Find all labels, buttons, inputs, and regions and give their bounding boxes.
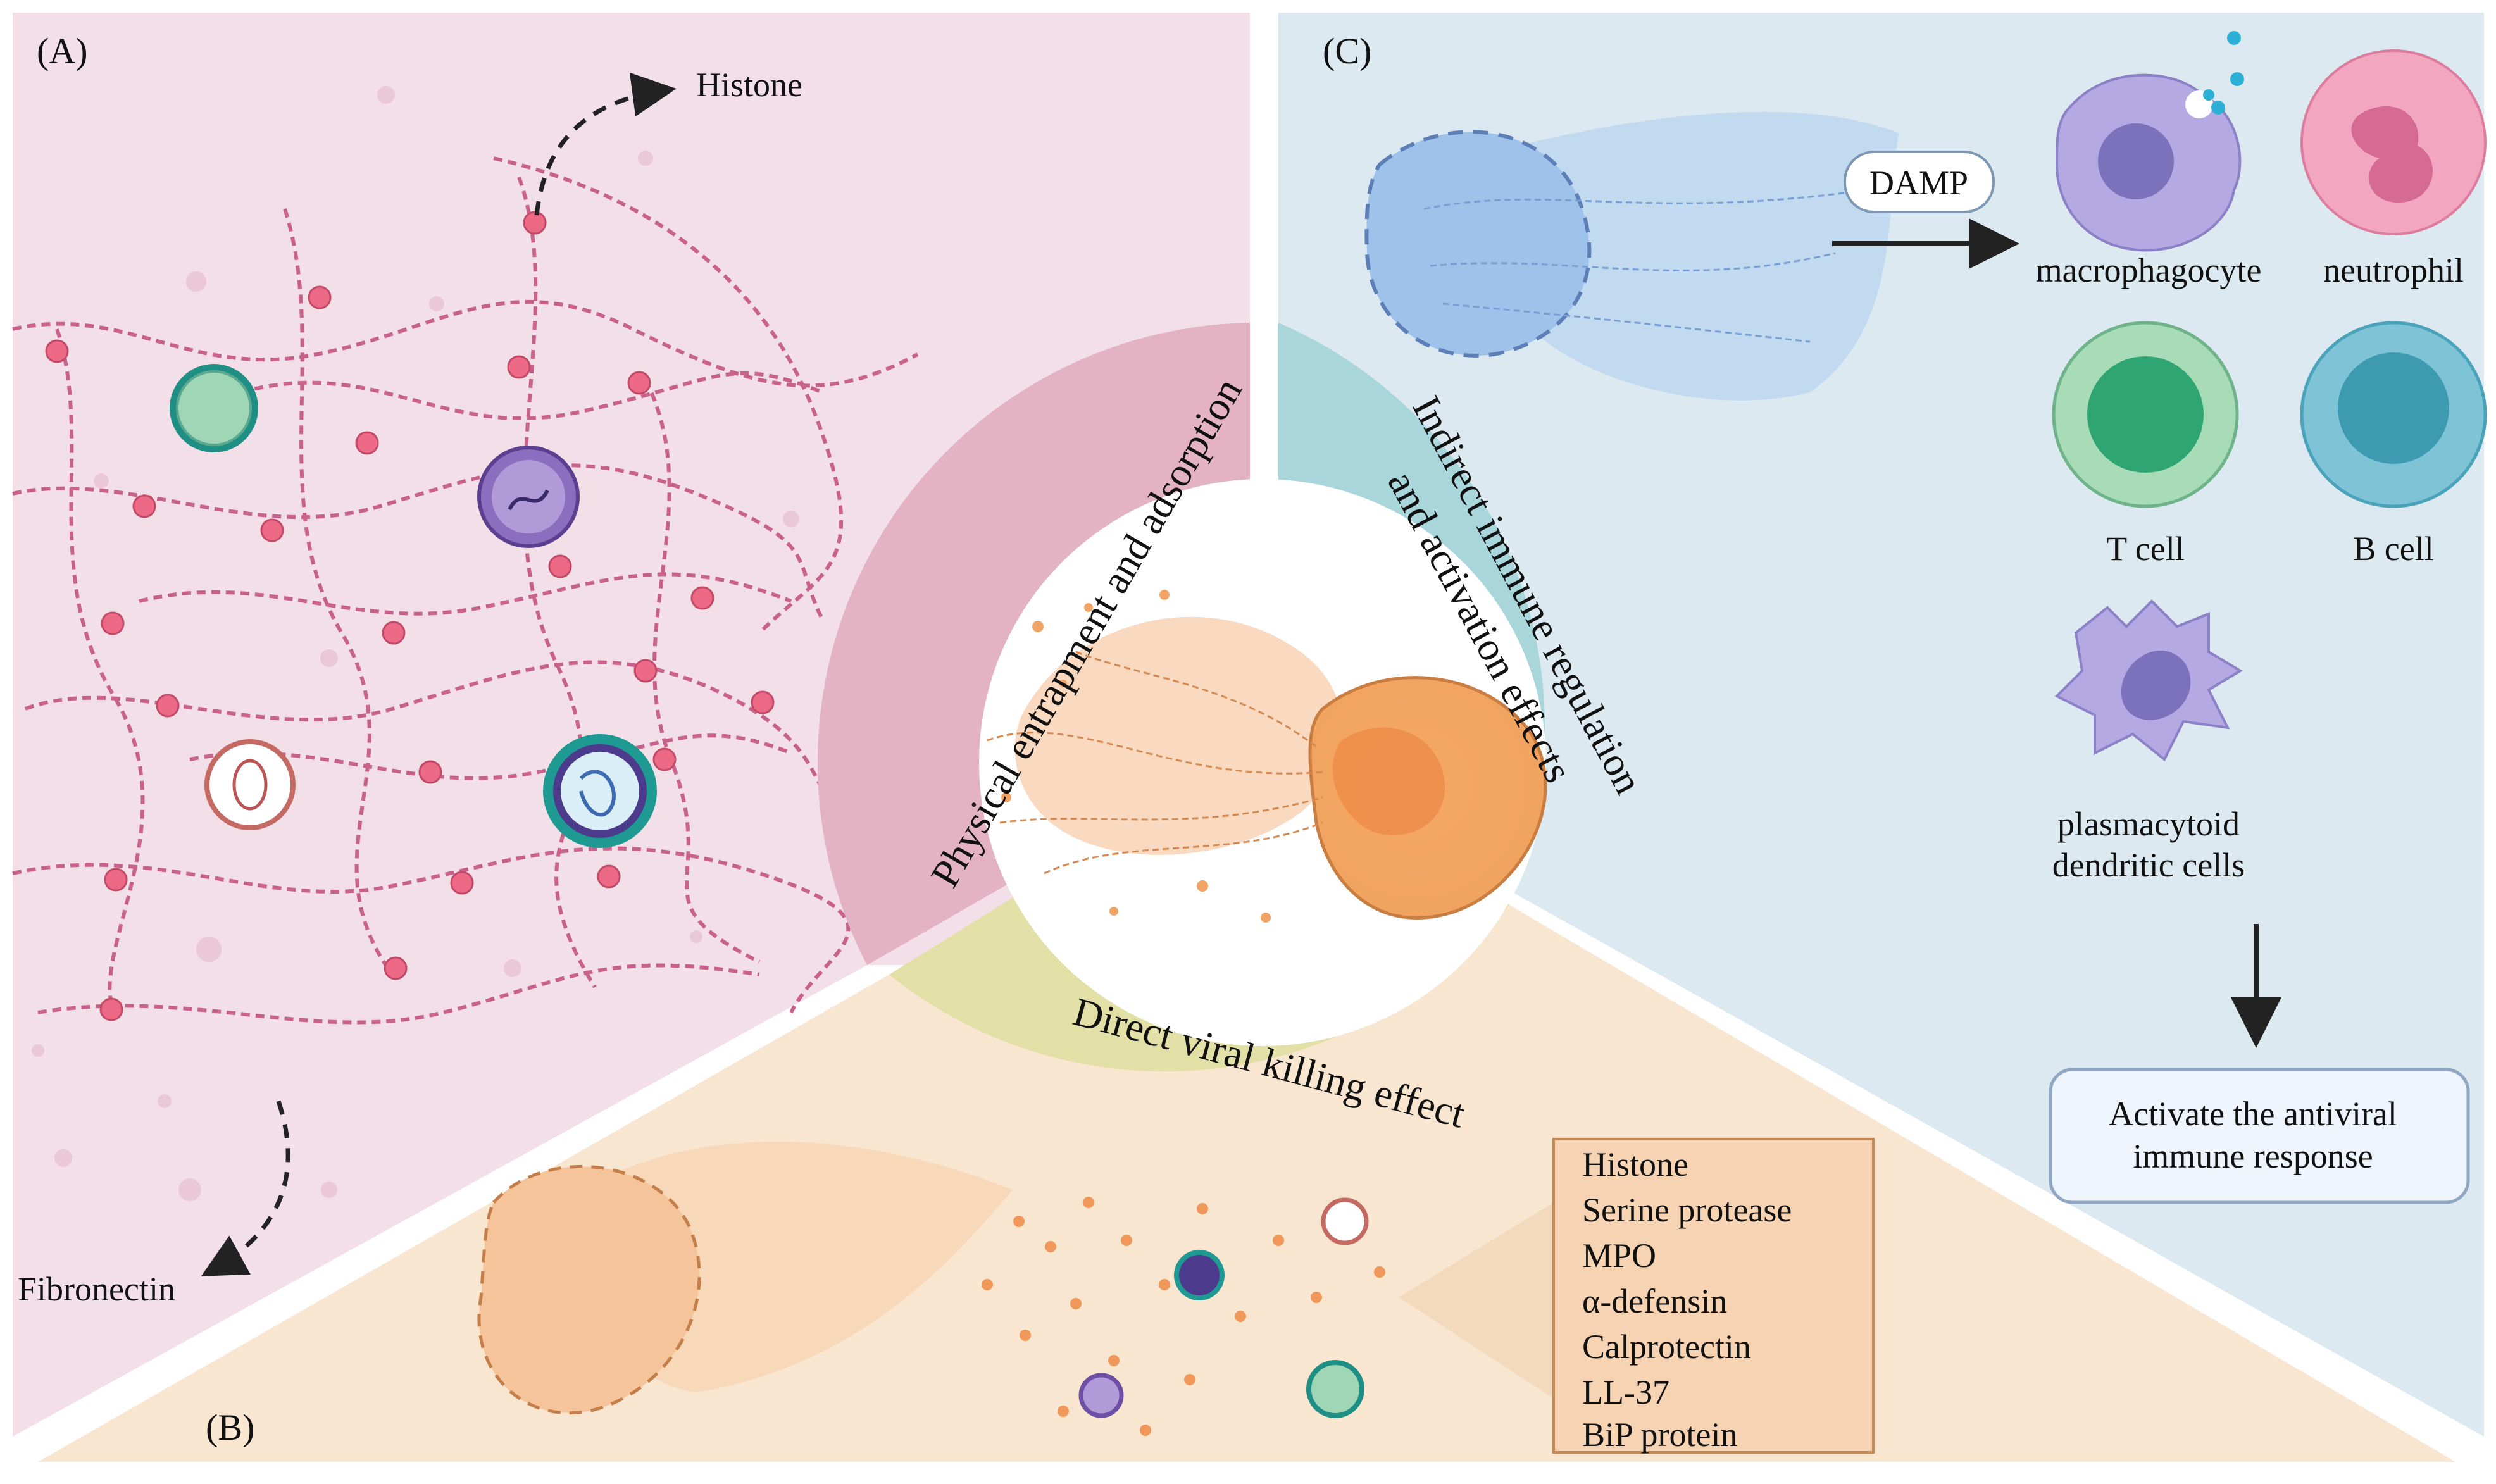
b-cell-label: B cell — [2353, 530, 2433, 568]
factor-item: Histone — [1582, 1145, 1688, 1183]
pdc-label-line1: plasmacytoid — [2057, 805, 2240, 843]
histone-label: Histone — [696, 66, 802, 104]
arc-c-segment — [1278, 323, 1545, 892]
b-cell — [2300, 321, 2487, 508]
response-text-line1: Activate the antiviral — [2109, 1095, 2397, 1133]
t-cell — [2052, 321, 2239, 508]
panel-b-net-cell — [477, 1142, 1013, 1415]
fibronectin-arrow — [201, 1100, 290, 1276]
factor-callout-pointer — [1399, 1202, 1554, 1399]
fibronectin-label: Fibronectin — [18, 1270, 175, 1308]
network-histone-nodes — [45, 211, 775, 1021]
damp-badge — [1844, 151, 1995, 213]
panel-a-background — [13, 13, 1250, 1437]
center-net-cell — [987, 590, 1547, 923]
panel-a-label: (A) — [37, 30, 88, 72]
factor-item: BiP protein — [1582, 1416, 1738, 1454]
virus-red — [204, 739, 296, 830]
factor-item: Serine protease — [1582, 1191, 1792, 1229]
factor-list: Histone Serine protease MPO α-defensin C… — [1582, 1145, 1792, 1454]
arc-a-segment — [817, 323, 1250, 965]
factor-box — [1552, 1138, 1875, 1454]
plasmacytoid-dendritic-cell — [2054, 599, 2243, 762]
response-text-line2: immune response — [2133, 1137, 2373, 1175]
t-cell-label: T cell — [2106, 530, 2184, 568]
background-particles-a — [32, 86, 799, 1201]
panel-c-label: (C) — [1323, 30, 1371, 72]
histone-arrow — [534, 72, 677, 216]
factor-item: α-defensin — [1582, 1282, 1727, 1320]
factor-item: MPO — [1582, 1237, 1656, 1275]
virus-green — [170, 364, 258, 452]
macrophagocyte-label: macrophagocyte — [2036, 251, 2262, 289]
panel-b-viruses — [1078, 1197, 1369, 1418]
factor-item: LL-37 — [1582, 1373, 1669, 1411]
macrophagocyte-cell — [2055, 31, 2244, 252]
pdc-label-line2: dendritic cells — [2052, 846, 2245, 884]
panel-b-label: (B) — [206, 1407, 254, 1448]
neutrophil-label: neutrophil — [2323, 251, 2464, 289]
panel-c-net-cell — [1364, 111, 1899, 401]
damp-label: DAMP — [1869, 164, 1968, 202]
factor-item: Calprotectin — [1582, 1328, 1751, 1366]
virus-purple — [477, 446, 580, 548]
neutrophil-cell — [2300, 49, 2487, 235]
virus-blue — [543, 734, 657, 848]
response-box — [2049, 1068, 2470, 1204]
dna-network — [12, 156, 919, 1025]
